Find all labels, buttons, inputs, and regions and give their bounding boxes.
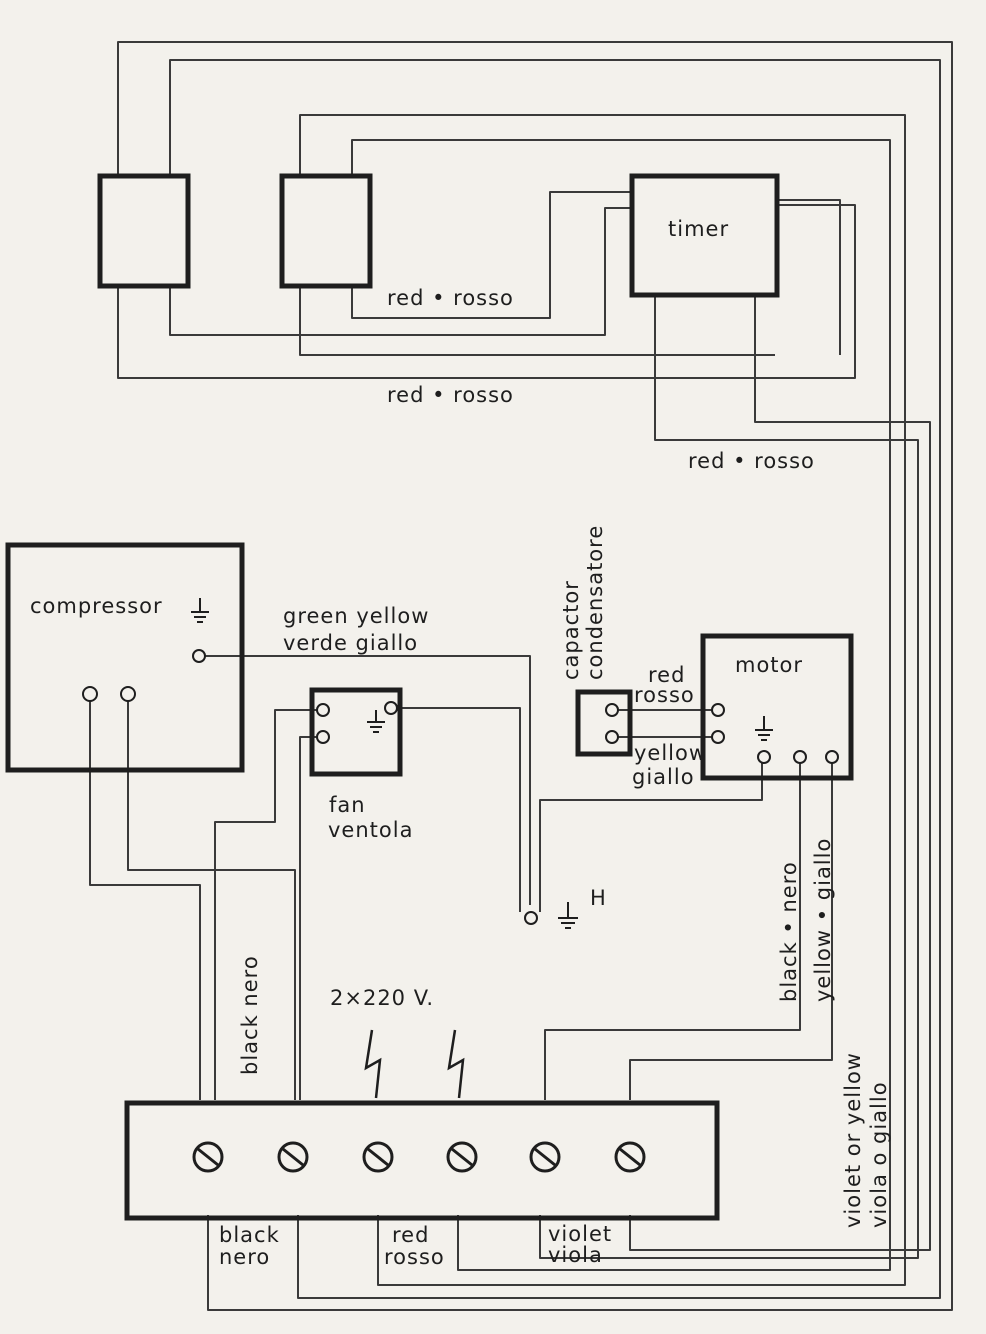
bottom-label-violet: violet [548,1222,612,1246]
wire-label-green-yellow: green yellow [283,604,429,628]
ground-icon [755,716,773,741]
wire-label-verde-giallo: verde giallo [283,631,418,655]
wire-label-red-1: red • rosso [387,286,514,310]
compressor-label: compressor [30,594,163,618]
capacitor-label: capactor condensatore [559,525,607,680]
motor-terminal-2 [711,730,725,744]
terminal-block [124,1100,720,1221]
switch-box-2 [279,173,373,289]
ground-icon [191,598,209,623]
wire-label-violet-or-yellow: violet or yellow [841,1052,865,1228]
motor-terminal-5 [825,750,839,764]
fan-terminal-3 [384,701,398,715]
wires [89,41,953,1311]
terminal-screw-icon [529,1141,561,1173]
wire-label-viola-o-giallo: viola o giallo [867,1081,891,1228]
fan-box [309,687,403,777]
terminal-screws [192,1141,646,1173]
compressor-box [5,542,245,773]
motor-box [700,633,854,781]
ground-mark-label: H [590,886,607,910]
bottom-label-viola: viola [548,1243,603,1267]
terminal-screw-icon [362,1141,394,1173]
svg-text:condensatore: condensatore [583,525,607,680]
switch-box-1 [97,173,191,289]
ground-terminal [524,911,538,925]
wire-label-cap-giallo: giallo [632,765,695,789]
supply-voltage-label: 2×220 V. [330,986,434,1010]
terminal-screw-icon [277,1141,309,1173]
ground-icon [558,902,578,929]
motor-terminal-1 [711,703,725,717]
wire-label-black-nero: black nero [238,955,262,1075]
wire-label-red-2: red • rosso [387,383,514,407]
fan-label: fan [329,793,366,817]
capacitor-terminal-1 [605,703,619,717]
capacitor-box [575,689,633,757]
terminal-screw-icon [614,1141,646,1173]
lightning-bolt-icon [364,1029,382,1099]
timer-label: timer [668,217,729,241]
fan-terminal-1 [316,703,330,717]
bottom-label-red: red [392,1223,429,1247]
svg-text:capactor: capactor [559,580,583,680]
bottom-label-rosso: rosso [384,1245,445,1269]
motor-terminal-3 [757,750,771,764]
wire-label-cap-red: red [648,663,685,687]
capacitor-terminal-2 [605,730,619,744]
bottom-label-black: black [219,1223,280,1247]
motor-label: motor [735,653,803,677]
wire-label-yellow-giallo-motor: yellow • giallo [811,838,835,1002]
wire-label-black-nero-motor: black • nero [777,861,801,1002]
motor-terminal-4 [793,750,807,764]
fan-terminal-2 [316,730,330,744]
timer-box [629,173,780,298]
compressor-terminal-ground [192,649,206,663]
ground-icon [367,710,385,733]
compressor-terminal-2 [120,686,136,702]
bottom-label-nero: nero [219,1245,270,1269]
wire-label-cap-rosso: rosso [634,683,695,707]
wire-label-red-3: red • rosso [688,449,815,473]
terminal-screw-icon [446,1141,478,1173]
compressor-terminal-1 [82,686,98,702]
fan-label-it: ventola [328,818,413,842]
terminal-screw-icon [192,1141,224,1173]
lightning-bolt-icon [447,1029,465,1099]
wire-label-cap-yellow: yellow [634,741,707,765]
